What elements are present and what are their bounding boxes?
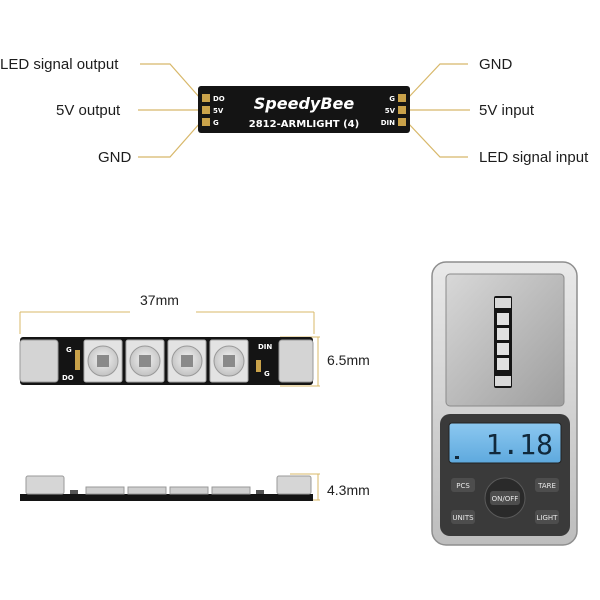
resistor-left — [75, 350, 80, 370]
connector-left — [19, 339, 59, 383]
side-led-3 — [169, 486, 209, 495]
callout-gnd-left: GND — [98, 149, 132, 166]
pin-label-g-right: G — [389, 95, 395, 103]
pin-label-din: DIN — [381, 119, 395, 127]
strip-label-do: DO — [62, 374, 74, 382]
side-led-4 — [211, 486, 251, 495]
led-strip-side-view — [20, 475, 313, 501]
pad-do — [202, 94, 210, 102]
strip-label-g-right: G — [264, 370, 270, 378]
strip-label-din: DIN — [258, 343, 272, 351]
pad-din — [398, 118, 406, 126]
strip-label-g-left: G — [66, 346, 72, 354]
leader-line-din — [407, 122, 468, 158]
leader-line-do — [140, 63, 201, 99]
side-connector-right — [276, 475, 312, 495]
pad-5v-left — [202, 106, 210, 114]
callout-5v-output: 5V output — [56, 102, 121, 119]
side-led-2 — [127, 486, 167, 495]
callout-5v-input: 5V input — [479, 102, 535, 119]
callout-gnd-right: GND — [479, 56, 513, 73]
led-3 — [167, 339, 207, 383]
resistor-right — [256, 360, 261, 372]
pin-label-5v-right: 5V — [385, 107, 396, 115]
button-label-pcs: PCS — [456, 482, 470, 490]
pin-label-5v-left: 5V — [213, 107, 224, 115]
button-pcs — [451, 478, 475, 492]
pin-label-g-left: G — [213, 119, 219, 127]
led-1 — [83, 339, 123, 383]
button-label-light: LIGHT — [537, 514, 559, 522]
top-pcb-board: DO 5V G G 5V DIN SpeedyBee 2812-ARMLIGHT… — [198, 86, 410, 133]
led-strip-top-view: G DO DIN G — [19, 337, 314, 385]
button-tare — [535, 478, 559, 492]
connector-right — [278, 339, 314, 383]
callout-led-signal-input: LED signal input — [479, 149, 589, 166]
button-units — [451, 510, 475, 524]
leader-line-gnd-in — [407, 63, 468, 99]
strip-on-scale — [494, 296, 512, 388]
scale-reading: 1.18 — [486, 428, 553, 461]
digital-scale: 1.18 PCS ON/OFF TARE UNITS LIGHT — [431, 261, 578, 546]
brand-logo-text: SpeedyBee — [254, 94, 355, 113]
dimension-height: 4.3mm — [327, 482, 370, 498]
button-light — [535, 510, 559, 524]
model-text: 2812-ARMLIGHT (4) — [249, 119, 359, 130]
dimension-lines — [19, 311, 320, 501]
side-led-1 — [85, 486, 125, 495]
leader-line-gnd-out — [138, 122, 201, 158]
dimension-width: 6.5mm — [327, 352, 370, 368]
pad-g-right — [398, 94, 406, 102]
pad-5v-right — [398, 106, 406, 114]
callout-lines — [138, 63, 470, 158]
button-label-tare: TARE — [537, 482, 556, 490]
led-2 — [125, 339, 165, 383]
button-label-onoff: ON/OFF — [492, 495, 519, 503]
dimension-length: 37mm — [140, 292, 179, 308]
led-4 — [209, 339, 249, 383]
callout-led-signal-output: LED signal output — [0, 56, 119, 73]
pad-g-left — [202, 118, 210, 126]
side-connector-left — [25, 475, 65, 495]
button-label-units: UNITS — [452, 514, 474, 522]
pin-label-do: DO — [213, 95, 225, 103]
scale-lcd — [448, 422, 562, 464]
